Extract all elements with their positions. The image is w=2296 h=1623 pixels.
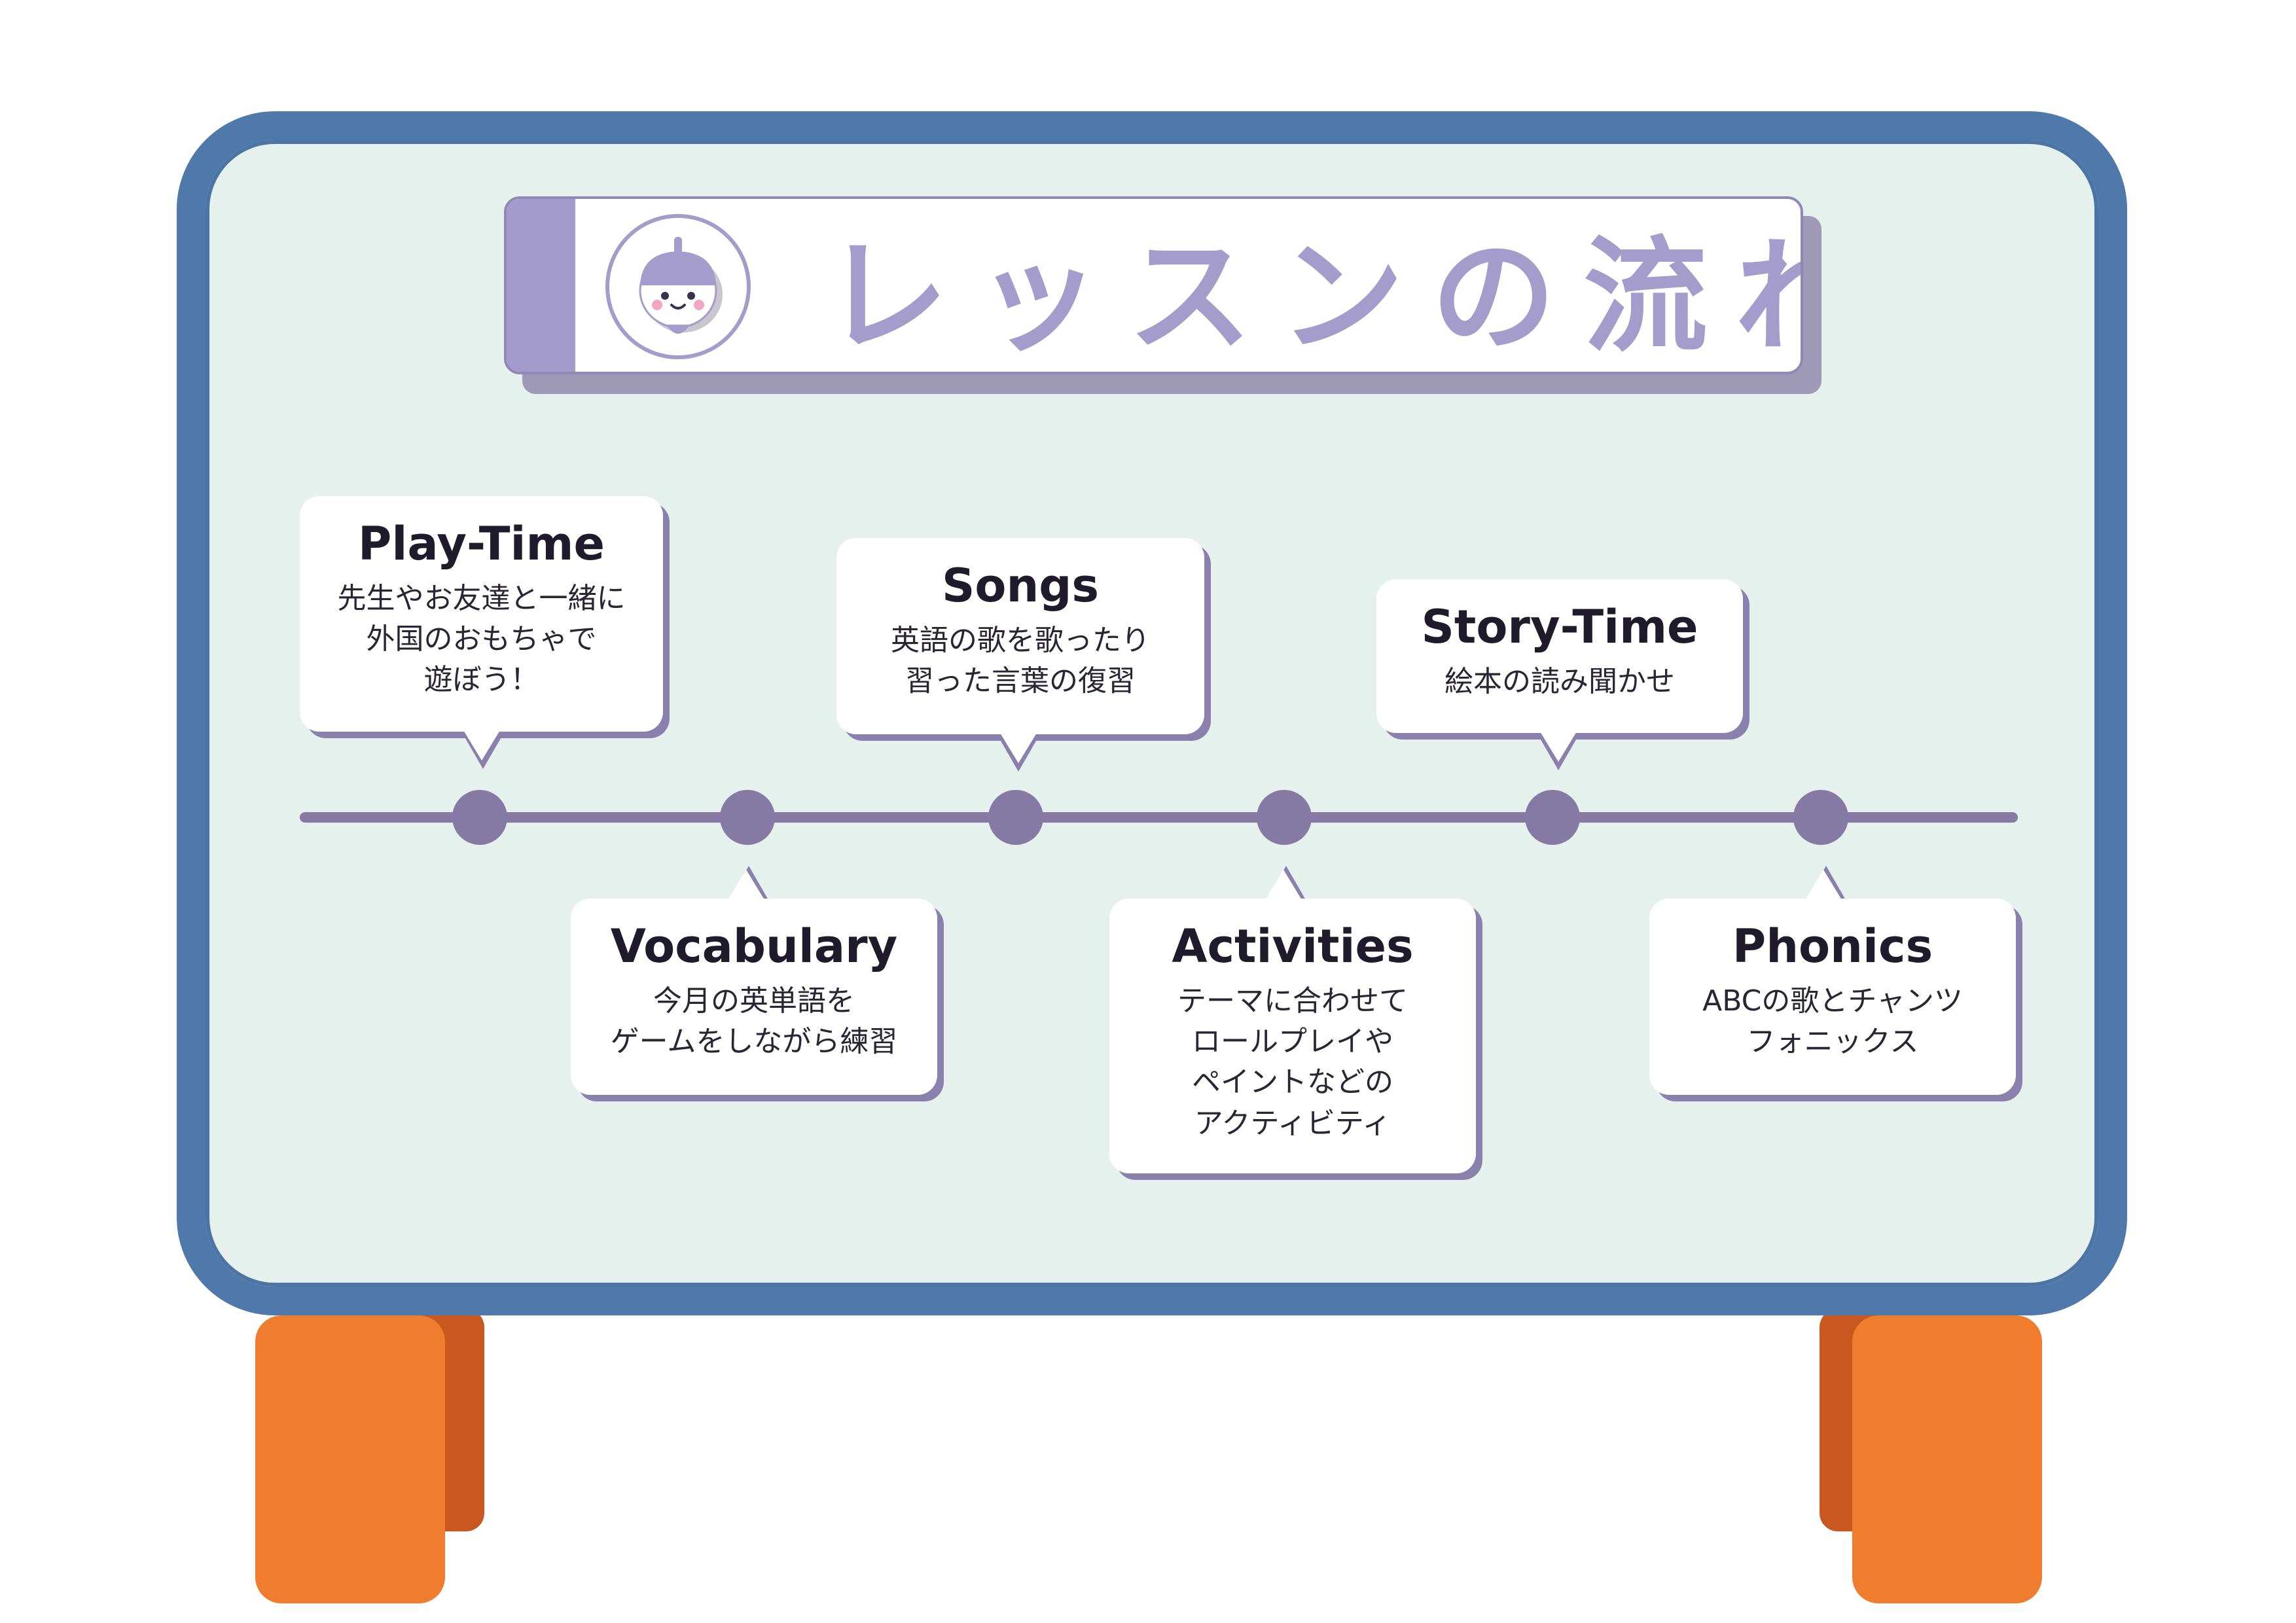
timeline-node — [988, 790, 1043, 845]
callout-card: Phonics ABCの歌とチャンツ フォニックス — [1649, 899, 2016, 1095]
step-title: Songs — [941, 559, 1100, 613]
step-callout-play-time: Play-Time 先生やお友達と一緒に 外国のおもちゃで 遊ぼう！ — [300, 496, 670, 769]
step-description: 今月の英単語を ゲームをしながら練習 — [610, 984, 898, 1058]
timeline-node — [720, 790, 775, 845]
step-callout-story-time: Story-Time 絵本の読み聞かせ — [1376, 579, 1749, 770]
acorn-character-icon — [605, 214, 751, 359]
timeline-node — [1525, 790, 1580, 845]
title-banner: レッスンの流れ — [504, 196, 1803, 374]
callout-card: Story-Time 絵本の読み聞かせ — [1376, 579, 1743, 733]
step-description: 絵本の読み聞かせ — [1444, 664, 1675, 698]
timeline-node — [1793, 790, 1848, 845]
timeline-node — [1257, 790, 1312, 845]
step-title: Activities — [1172, 919, 1414, 973]
step-title: Phonics — [1732, 919, 1933, 973]
step-title: Story-Time — [1421, 600, 1698, 654]
title-stripe — [507, 199, 575, 372]
timeline-node — [452, 790, 507, 845]
callout-tail — [1805, 870, 1842, 900]
step-description: テーマに合わせて ロールプレイや ペイントなどの アクティビティ — [1177, 984, 1408, 1140]
callout-card: Activities テーマに合わせて ロールプレイや ペイントなどの アクティ… — [1109, 899, 1476, 1173]
step-description: 英語の歌を歌ったり 習った言葉の復習 — [891, 623, 1150, 698]
board-leg-left — [255, 1315, 445, 1603]
callout-tail — [463, 730, 500, 760]
board-leg-right — [1852, 1315, 2042, 1603]
callout-card: Vocabulary 今月の英単語を ゲームをしながら練習 — [571, 899, 937, 1095]
callout-tail — [1000, 733, 1037, 763]
callout-card: Play-Time 先生やお友達と一緒に 外国のおもちゃで 遊ぼう！ — [300, 496, 663, 732]
step-callout-activities: Activities テーマに合わせて ロールプレイや ペイントなどの アクティ… — [1109, 866, 1482, 1180]
step-callout-phonics: Phonics ABCの歌とチャンツ フォニックス — [1649, 866, 2022, 1101]
step-title: Vocabulary — [610, 919, 898, 973]
callout-tail — [1265, 870, 1302, 900]
step-description: ABCの歌とチャンツ フォニックス — [1702, 984, 1963, 1058]
step-callout-songs: Songs 英語の歌を歌ったり 習った言葉の復習 — [836, 538, 1211, 772]
step-description: 先生やお友達と一緒に 外国のおもちゃで 遊ぼう！ — [337, 581, 626, 697]
step-title: Play-Time — [358, 517, 605, 571]
callout-tail — [728, 870, 764, 900]
page-title: レッスンの流れ — [824, 224, 1803, 369]
callout-card: Songs 英語の歌を歌ったり 習った言葉の復習 — [836, 538, 1204, 734]
callout-tail — [1540, 732, 1577, 762]
timeline-line — [300, 812, 2018, 823]
step-callout-vocabulary: Vocabulary 今月の英単語を ゲームをしながら練習 — [571, 866, 944, 1101]
